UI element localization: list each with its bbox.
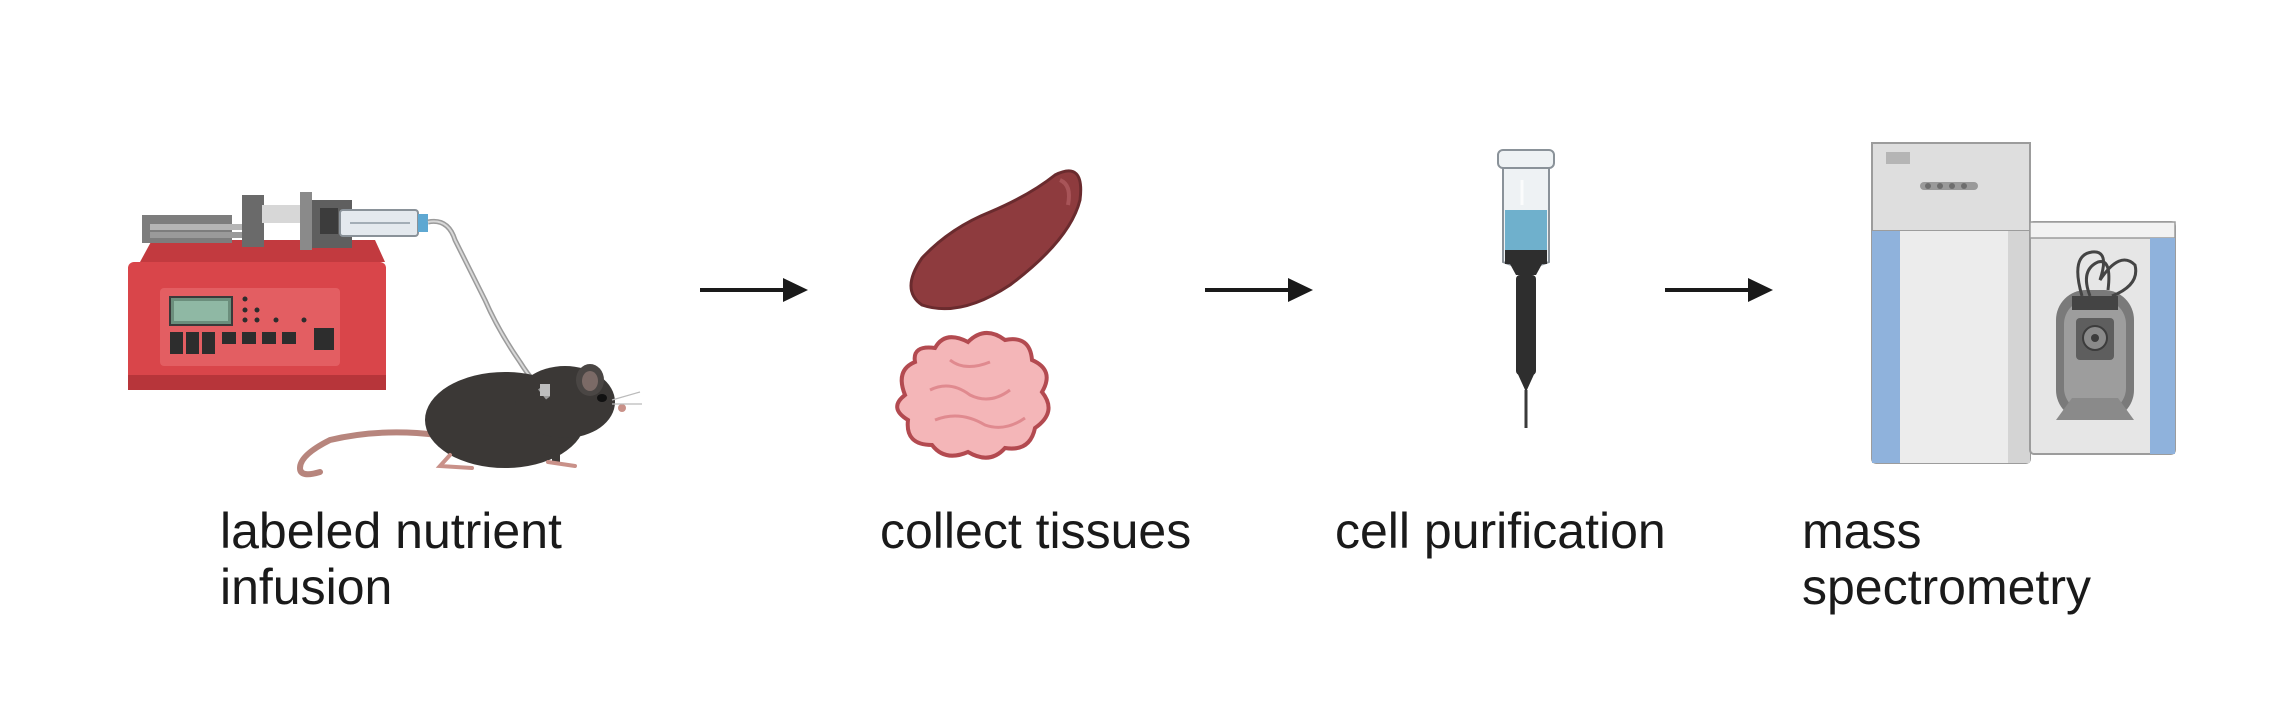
arrow-2 [1205, 278, 1313, 302]
spleen-icon [909, 169, 1083, 311]
step-label-ms: mass spectrometry [1802, 503, 2091, 615]
step-label-infusion: labeled nutrient infusion [220, 503, 562, 615]
brain-tissue-icon [895, 331, 1051, 460]
column-syringe-icon [1497, 149, 1555, 428]
step-label-purification: cell purification [1335, 503, 1666, 559]
step-label-line: collect tissues [880, 503, 1192, 559]
arrow-1 [700, 278, 808, 302]
tissues-icon [895, 169, 1083, 460]
mass-spectrometer-icon [1871, 142, 2176, 464]
syringe-pump-mouse-icon [128, 192, 642, 478]
step-label-line: cell purification [1335, 503, 1666, 559]
step-label-line: labeled nutrient [220, 503, 562, 559]
step-label-line: infusion [220, 559, 393, 615]
step-label-tissues: collect tissues [880, 503, 1191, 559]
step-label-line: spectrometry [1802, 559, 2091, 615]
syringe-pump-icon [128, 192, 542, 390]
arrow-3 [1665, 278, 1773, 302]
mouse-icon [296, 364, 642, 478]
step-label-line: mass [1802, 503, 1922, 559]
